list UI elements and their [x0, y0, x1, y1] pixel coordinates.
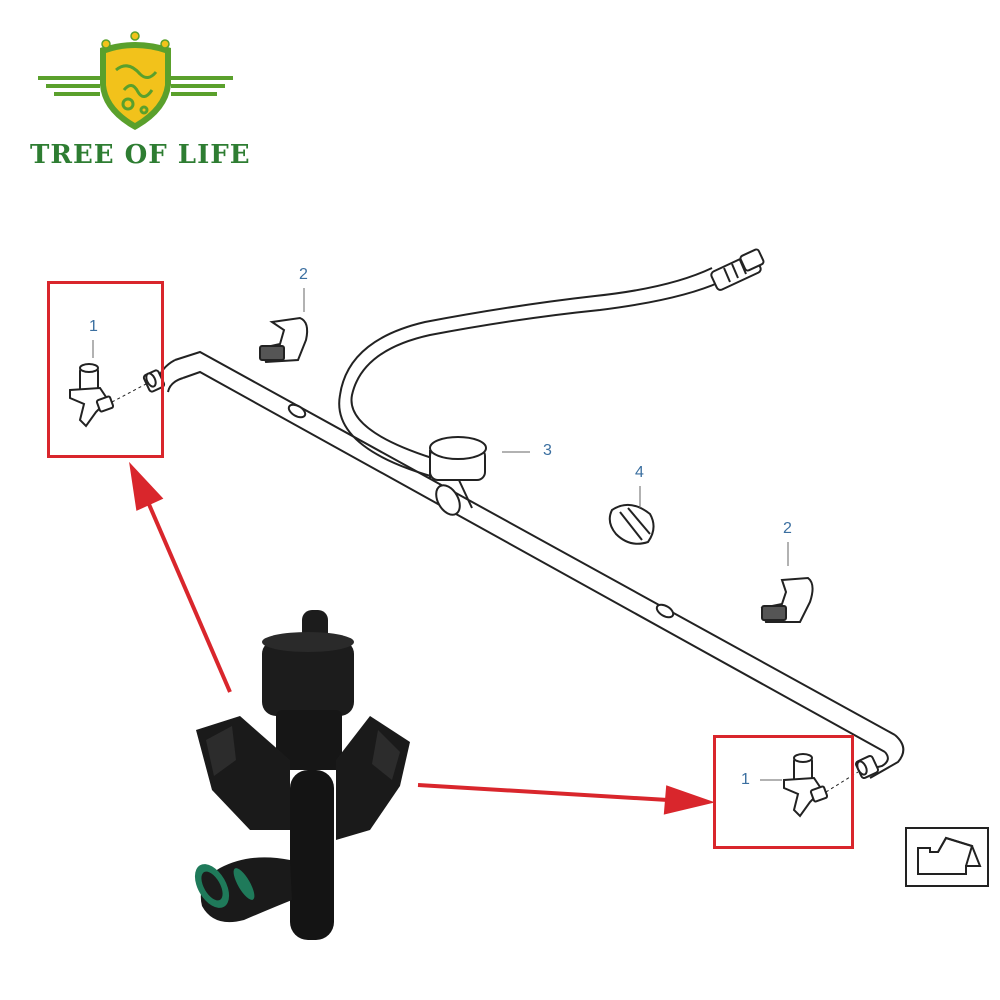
hose-clip-top [259, 316, 309, 364]
bent-arrow-icon [905, 827, 989, 887]
brand-name: TREE OF LIFE [30, 140, 251, 170]
callout-1-left: 1 [89, 318, 98, 335]
nozzle-right [783, 753, 829, 818]
highlight-box-left [47, 281, 164, 458]
nozzle-photo [194, 610, 410, 940]
highlight-box-right [713, 735, 854, 849]
callout-leaders [92, 288, 789, 781]
brand-logo [28, 30, 243, 170]
callout-3: 3 [543, 442, 552, 459]
shield-logo-icon [38, 31, 233, 130]
red-arrows [129, 461, 716, 815]
nozzle-left [69, 363, 115, 428]
hose-joints [287, 403, 675, 619]
hose-clip-right [760, 576, 814, 623]
callout-4: 4 [635, 464, 644, 481]
callout-1-right: 1 [741, 771, 750, 788]
callout-2-right: 2 [783, 520, 792, 537]
branch-hose [338, 267, 721, 516]
hose-clip-4 [608, 503, 655, 545]
callout-2-top: 2 [299, 266, 308, 283]
top-connector [710, 248, 765, 291]
t-piece-valve [429, 436, 487, 516]
right-hose-end [855, 755, 879, 779]
